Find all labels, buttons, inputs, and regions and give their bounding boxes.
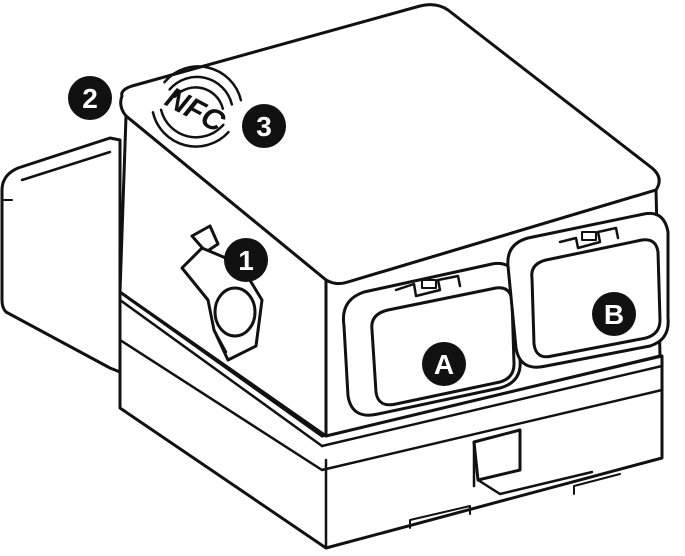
callout-2-badge: 2 [68, 76, 112, 120]
callout-2-label: 2 [82, 83, 98, 114]
callout-3-label: 3 [256, 111, 272, 142]
callout-1-label: 1 [238, 245, 254, 276]
callout-1-badge: 1 [224, 238, 268, 282]
port-a-label: A [434, 349, 454, 380]
base-tray [0, 136, 122, 374]
callout-3-badge: 3 [242, 104, 286, 148]
port-a-badge: A [422, 342, 466, 386]
port-b-badge: B [592, 292, 636, 336]
port-b [506, 211, 670, 369]
nfc-waves-icon [151, 65, 243, 148]
port-b-label: B [604, 299, 624, 330]
bottom-notch [472, 428, 594, 496]
